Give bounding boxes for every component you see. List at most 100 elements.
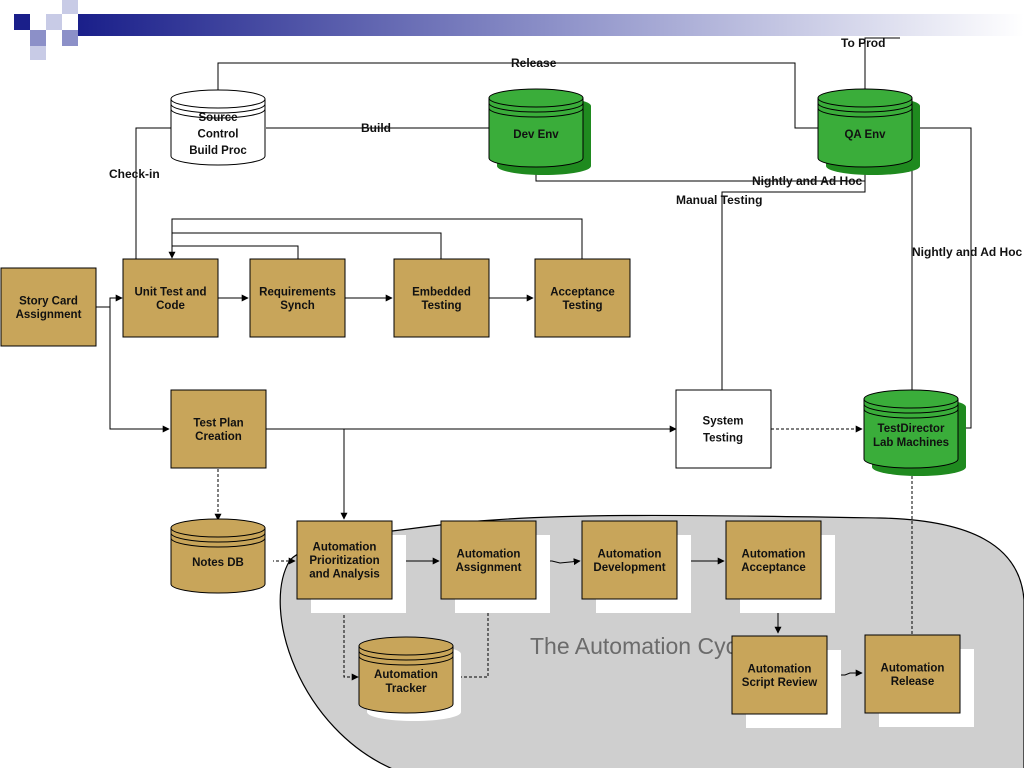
source-control-label-line: Build Proc — [189, 145, 247, 157]
auto-assign-label-line: Automation — [457, 548, 521, 560]
acceptance-label-line: Acceptance — [550, 286, 615, 298]
cylinder-band — [358, 650, 454, 661]
testdirector-label-line: Lab Machines — [873, 437, 949, 449]
cylinder-band — [358, 655, 454, 666]
slide-decoration — [14, 0, 1024, 60]
box-body — [122, 258, 219, 338]
testdirector-label-line: TestDirector — [878, 423, 945, 435]
edge-story-to-unit — [96, 294, 123, 308]
cylinder-top — [170, 518, 266, 538]
box-body — [731, 635, 828, 715]
auto-prio-label-line: and Analysis — [309, 569, 380, 581]
test-plan-label-line: Test Plan — [193, 417, 243, 429]
cylinder-band — [170, 537, 266, 548]
box-body — [675, 389, 772, 469]
edge-manual-testing — [721, 181, 866, 390]
source-control-label-line: Source — [199, 112, 238, 124]
edge-feedback-requirements — [172, 245, 299, 260]
qa-env-cylinder: QA Env — [817, 88, 920, 175]
auto-tracker-label-line: Tracker — [386, 683, 427, 695]
cylinder-top — [358, 636, 454, 656]
story-card-label-line: Story Card — [19, 295, 78, 307]
cylinder-band — [170, 532, 266, 543]
automation-cycle-label: The Automation Cycle — [530, 633, 755, 659]
dev-env-cylinder: Dev Env — [488, 88, 591, 175]
script-review-label-line: Automation — [748, 663, 812, 675]
to-prod-label: To Prod — [841, 36, 885, 50]
cylinder-body — [488, 97, 584, 168]
auto-accept-label-line: Automation — [742, 548, 806, 560]
cylinder-band — [170, 103, 266, 114]
release-label: Release — [511, 56, 557, 70]
box-body — [393, 258, 490, 338]
notes-db-cylinder: Notes DB — [170, 518, 273, 601]
unit-test-label-line: Code — [156, 300, 185, 312]
edge-prioritization-to-tracker — [343, 600, 359, 681]
cylinder-body — [863, 398, 959, 469]
box-body — [249, 258, 346, 338]
unit-test-label-line: Unit Test and — [135, 286, 207, 298]
story-card-label-line: Assignment — [16, 309, 82, 321]
cylinder-band — [817, 102, 913, 113]
qa-env-label-line: QA Env — [844, 129, 886, 141]
decor-square — [62, 0, 78, 14]
cylinder-top — [170, 89, 266, 109]
box-body — [296, 520, 393, 600]
box-body — [864, 634, 961, 714]
auto-prio-label-line: Automation — [313, 542, 377, 554]
decor-square — [46, 14, 62, 30]
test-plan-label-line: Creation — [195, 431, 242, 443]
auto-assign-label-line: Assignment — [456, 562, 522, 574]
cylinder-band — [488, 102, 584, 113]
system-testing-label-line: System — [703, 416, 744, 428]
decor-square — [14, 14, 30, 30]
auto-release-label-line: Automation — [881, 662, 945, 674]
box-body — [0, 267, 97, 347]
cylinder-body — [817, 97, 913, 168]
box-body — [170, 389, 267, 469]
script-review-label-line: Script Review — [742, 677, 817, 689]
edge-check-in — [135, 127, 172, 260]
edge-labels: To Prod Release Build Check-in Nightly a… — [109, 36, 1023, 259]
auto-dev-label-line: Development — [593, 562, 665, 574]
build-label: Build — [361, 121, 391, 135]
cylinder-band — [817, 107, 913, 118]
check-in-label: Check-in — [109, 167, 160, 181]
auto-accept-label-line: Acceptance — [741, 562, 806, 574]
manual-testing-label: Manual Testing — [676, 193, 762, 207]
auto-tracker-label-line: Automation — [374, 669, 438, 681]
edge-nightly-right — [912, 127, 972, 429]
cylinder-body — [358, 645, 454, 714]
system-testing-label-line: Testing — [703, 433, 743, 445]
notes-db-label-line: Notes DB — [192, 557, 244, 569]
cylinder-band — [863, 408, 959, 419]
req-synch-label-line: Synch — [280, 300, 315, 312]
decor-bar — [78, 14, 1024, 36]
dev-env-label-line: Dev Env — [513, 129, 559, 141]
acceptance-label-line: Testing — [562, 300, 602, 312]
embedded-label-line: Embedded — [412, 286, 471, 298]
cylinder-band — [488, 107, 584, 118]
cylinder-body — [170, 98, 266, 166]
cylinder-band — [170, 108, 266, 119]
auto-release-label-line: Release — [891, 676, 934, 688]
cylinder-top — [488, 88, 584, 108]
cylinder-body — [170, 527, 266, 594]
edge-feedback-acceptance — [168, 218, 583, 260]
